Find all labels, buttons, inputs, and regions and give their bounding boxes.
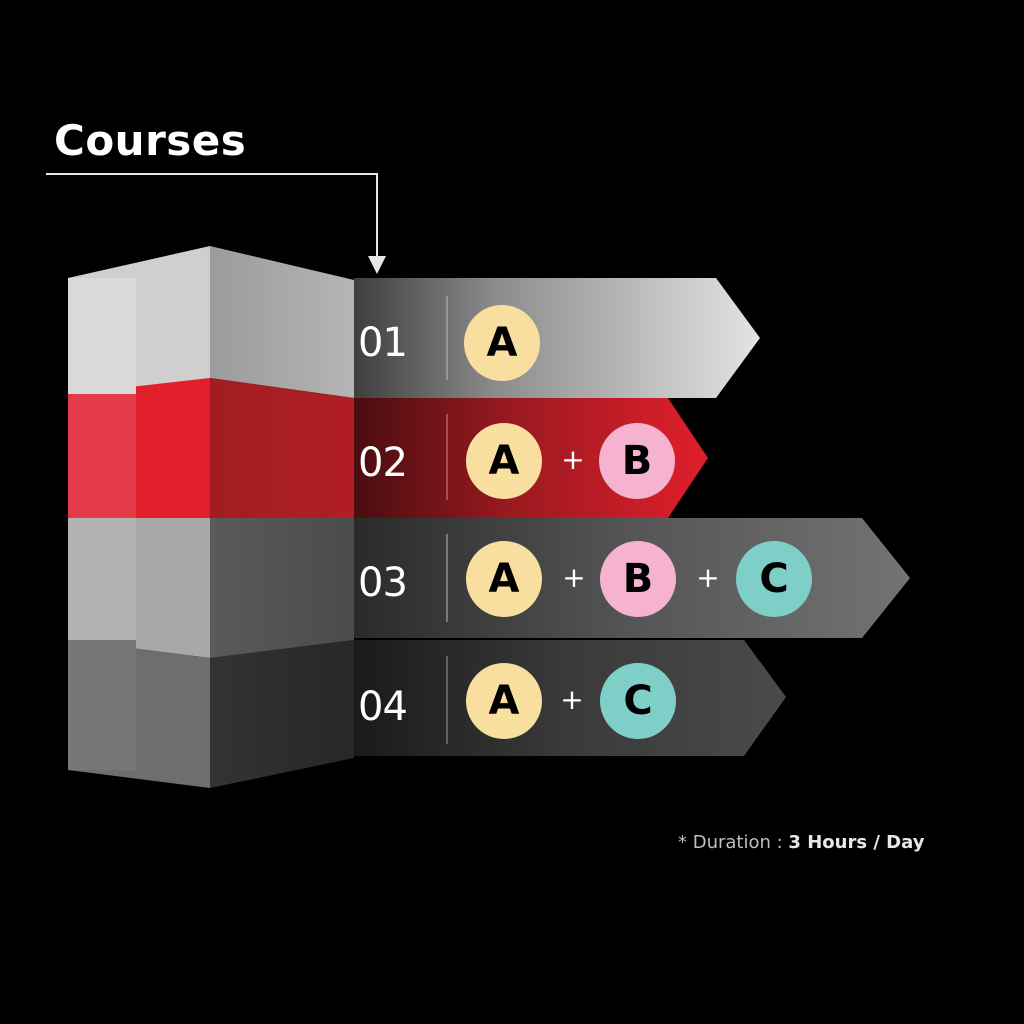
course-number-03: 03 — [358, 560, 408, 606]
title-connector-line — [46, 173, 378, 264]
badge-A: A — [466, 423, 542, 499]
course-number-02: 02 — [358, 440, 408, 486]
page-title: Courses — [54, 116, 247, 165]
course-arrow-01 — [354, 278, 760, 398]
plus-sign: + — [696, 561, 720, 594]
badge-B: B — [600, 541, 676, 617]
badge-B: B — [599, 423, 675, 499]
course-number-01: 01 — [358, 320, 408, 366]
duration-label: * Duration : — [678, 832, 789, 853]
badge-C: C — [736, 541, 812, 617]
badge-A: A — [464, 305, 540, 381]
badge-C: C — [600, 663, 676, 739]
block-side-face-1 — [210, 246, 354, 398]
duration-value: 3 Hours / Day — [788, 832, 925, 853]
block-side-face-4 — [210, 640, 354, 788]
block-highlight-4 — [68, 640, 136, 770]
connector-arrowhead — [368, 256, 386, 274]
block-highlight-2 — [68, 394, 136, 518]
course-number-04: 04 — [358, 684, 408, 730]
block-side-face-3 — [210, 518, 354, 658]
plus-sign: + — [561, 443, 585, 476]
block-side-face-2 — [210, 378, 354, 518]
course-arrow-04 — [354, 640, 786, 756]
duration-footnote: * Duration : 3 Hours / Day — [678, 832, 924, 853]
plus-sign: + — [562, 561, 586, 594]
block-highlight-1 — [68, 278, 136, 394]
block-highlight-3 — [68, 518, 136, 640]
plus-sign: + — [560, 683, 584, 716]
badge-A: A — [466, 663, 542, 739]
badge-A: A — [466, 541, 542, 617]
